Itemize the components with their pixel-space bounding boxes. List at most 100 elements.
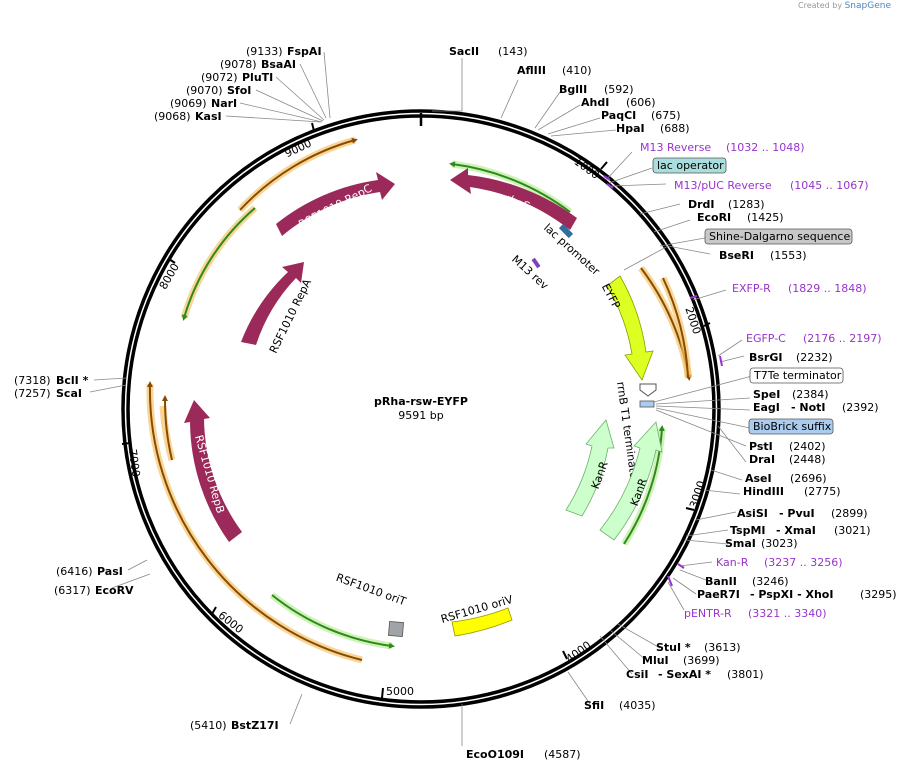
site-sexai-pos: (3801) (727, 668, 764, 681)
site-mlui: MluI (642, 654, 669, 667)
site-afliii-pos: (410) (562, 64, 592, 77)
site-sacii: SacII (449, 45, 479, 58)
primer-m13-puc-reverse-pos: (1045 .. 1067) (790, 179, 869, 192)
site-paqci: PaqCI (601, 109, 636, 122)
site-xmai: - XmaI (776, 524, 816, 537)
site-drai-pos: (2448) (789, 453, 826, 466)
site-sfii-pos: (4035) (619, 699, 656, 712)
label-shine-dalgarno: Shine-Dalgarno sequence (709, 230, 850, 243)
plasmid-size: 9591 bp (398, 409, 443, 422)
site-sexai: - SexAI * (658, 668, 711, 681)
feature-repb (184, 400, 242, 542)
site-kasi: KasI (195, 110, 222, 123)
site-banii: BanII (705, 575, 737, 588)
feature-eyfp (606, 275, 654, 381)
feature-biobrick (639, 400, 655, 408)
feature-m13rev (531, 257, 541, 269)
primer-markers (603, 175, 723, 587)
site-banii-pos: (3246) (752, 575, 789, 588)
snapgene-credit: Created by SnapGene (798, 1, 891, 11)
site-tspmi: TspMI (730, 524, 766, 537)
site-drdi: DrdI (688, 198, 715, 211)
site-sfoi: SfoI (227, 84, 251, 97)
site-fspai: FspAI (287, 45, 322, 58)
tick-label-5000: 5000 (386, 685, 414, 698)
site-drai: DraI (749, 453, 775, 466)
site-bcli-pos: (7318) (14, 374, 51, 387)
feature-kanr-outer (599, 421, 663, 541)
site-bsrgi: BsrGI (749, 351, 782, 364)
site-paqci-pos: (675) (651, 109, 681, 122)
site-hpai-pos: (688) (660, 122, 690, 135)
primer-egfp-c-pos: (2176 .. 2197) (803, 332, 882, 345)
site-bglii-pos: (592) (604, 83, 634, 96)
site-ecorv: EcoRV (95, 584, 134, 597)
site-asisi: AsiSI (737, 507, 768, 520)
site-sfoi-pos: (9070) (186, 84, 223, 97)
site-ahdi: AhdI (581, 96, 609, 109)
primer-m13-reverse: M13 Reverse (640, 141, 711, 154)
site-ecori: EcoRI (697, 211, 731, 224)
site-psti-pos: (2402) (789, 440, 826, 453)
feature-rhas (450, 168, 577, 230)
tick-label-7000: 7000 (126, 448, 143, 478)
site-afliii: AflIII (517, 64, 546, 77)
label-lac-operator: lac operator (657, 159, 724, 172)
plasmid-name: pRha-rsw-EYFP (374, 395, 468, 408)
feature-label-m13rev: M13 rev (509, 253, 551, 293)
site-drdi-pos: (1283) (728, 198, 765, 211)
site-hindiii: HindIII (743, 485, 784, 498)
snapgene-logo: SnapGene (844, 1, 891, 11)
site-pasi-pos: (6416) (56, 565, 93, 578)
site-fspai-pos: (9133) (246, 45, 283, 58)
site-bseri-pos: (1553) (770, 249, 807, 262)
feature-label-lac-promoter: lac promoter (541, 221, 602, 278)
site-stui: StuI * (656, 641, 691, 654)
primer-exfp-r: EXFP-R (732, 282, 771, 295)
tick-label-1000: 1000 (572, 155, 602, 182)
site-pasi: PasI (97, 565, 123, 578)
site-psti: PstI (749, 440, 773, 453)
site-kasi-pos: (9068) (154, 110, 191, 123)
site-ecoo109i-pos: (4587) (544, 748, 581, 761)
site-asei-pos: (2696) (790, 472, 827, 485)
site-noti: - NotI (791, 401, 826, 414)
site-eagi: EagI (753, 401, 780, 414)
site-paer7i: PaeR7I (697, 588, 740, 601)
site-spei-pos: (2384) (792, 388, 829, 401)
site-stui-pos: (3613) (704, 641, 741, 654)
site-ahdi-pos: (606) (626, 96, 656, 109)
primer-m13-puc-reverse: M13/pUC Reverse (674, 179, 772, 192)
created-by-text: Created by (798, 1, 843, 10)
site-bglii: BglII (559, 83, 587, 96)
box-t7te (749, 367, 844, 384)
site-pluti-pos: (9072) (201, 71, 238, 84)
site-pvui-pos: (2899) (831, 507, 868, 520)
feature-repc (276, 172, 395, 236)
site-sacii-pos: (143) (498, 45, 528, 58)
primer-kan-r-pos: (3237 .. 3256) (764, 556, 843, 569)
orf-arrows (146, 136, 693, 664)
site-csii: CsiI (626, 668, 648, 681)
site-bseri: BseRI (719, 249, 754, 262)
feature-label-orit: RSF1010 oriT (334, 571, 408, 608)
feature-kanr-inner (565, 419, 615, 517)
site-ecoo109i: EcoO109I (466, 748, 524, 761)
site-smai-pos: (3023) (761, 537, 798, 550)
primer-pentr-r-pos: (3321 .. 3340) (748, 607, 827, 620)
primer-egfp-c: EGFP-C (746, 332, 786, 345)
leader-lines (89, 51, 753, 746)
label-biobrick: BioBrick suffix (753, 420, 832, 433)
site-noti-pos: (2392) (842, 401, 879, 414)
site-hindiii-pos: (2775) (804, 485, 841, 498)
site-pluti: PluTI (242, 71, 273, 84)
feature-rrnb (639, 383, 657, 397)
site-asei: AseI (745, 472, 772, 485)
site-bcli: BclI * (56, 374, 89, 387)
site-xhoi-pos: (3295) (860, 588, 897, 601)
site-scai: ScaI (56, 387, 82, 400)
feature-orit (387, 620, 405, 638)
primer-pentr-r: pENTR-R (684, 607, 732, 620)
box-biobrick (748, 418, 834, 435)
feature-lac-promoter (558, 223, 574, 239)
